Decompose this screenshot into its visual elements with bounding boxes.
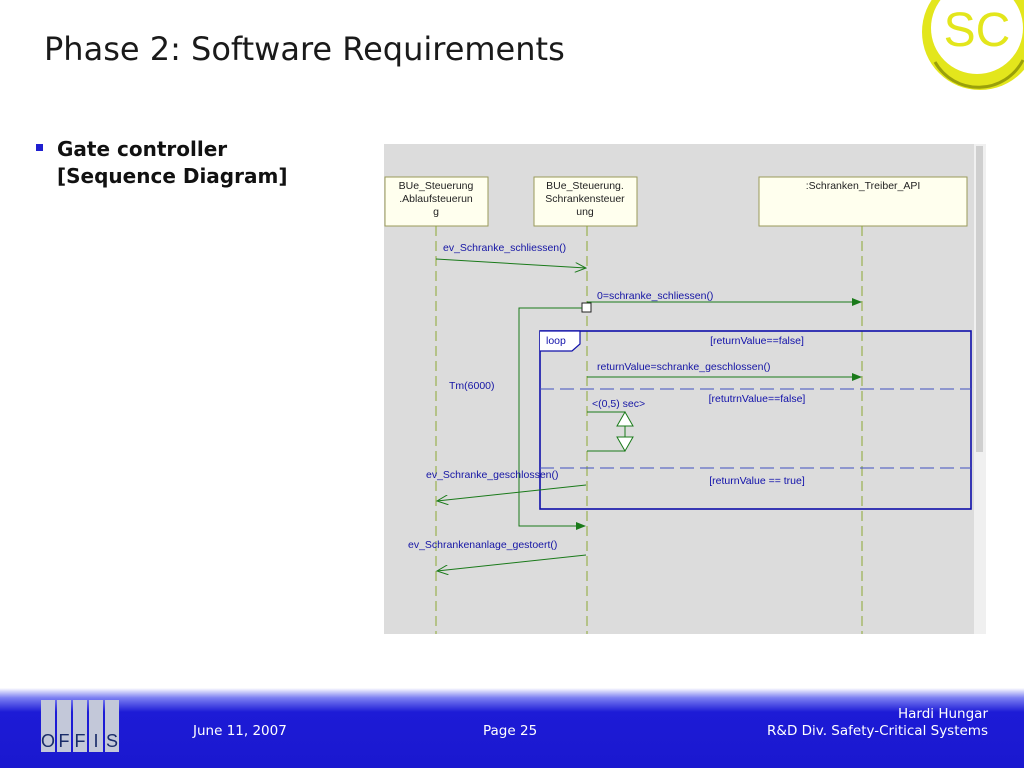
message-label-2: 0=schranke_schliessen() [597,290,713,302]
svg-text:F: F [75,731,86,751]
message-label-3: returnValue=schranke_geschlossen() [597,361,770,373]
svg-text:ung: ung [576,206,594,218]
footer-division: R&D Div. Safety-Critical Systems [767,723,988,739]
lifeline-head-schranken-treiber-api[interactable]: :Schranken_Treiber_API [758,176,968,227]
message-arrow-5[interactable] [437,484,587,501]
loop-label: loop [546,335,566,347]
logo-shadow-arc [933,59,1024,89]
svg-text:Schrankensteuer: Schrankensteuer [545,193,625,205]
slide-title: Phase 2: Software Requirements [44,30,565,68]
bullet-line-1: Gate controller [57,137,228,161]
loop-tag [540,330,581,352]
offis-logo-block-o: O [41,700,55,752]
offis-logo-block-s: S [105,700,119,752]
timer-path[interactable] [518,307,586,530]
lifeline-head-schrankensteuerung[interactable]: BUe_Steuerung. Schrankensteuer ung [533,176,638,227]
message-label-6: ev_Schrankenanlage_gestoert() [408,539,557,551]
delay-label: <(0,5) sec> [592,398,645,410]
loop-guard-2: [retutrnValue==false] [709,393,806,405]
svg-text:BUe_Steuerung: BUe_Steuerung [399,180,474,192]
message-label-5: ev_Schranke_geschlossen() [426,469,559,481]
bullet-line-2: [Sequence Diagram] [57,164,288,188]
timer-label: Tm(6000) [449,380,495,392]
svg-text:g: g [433,206,439,218]
bullet-square-icon [36,144,43,151]
timer-start-node[interactable] [581,302,592,313]
offis-logo: O F F I S [41,700,119,752]
logo-text: SC [944,4,1011,57]
diagram-scrollbar-thumb[interactable] [976,146,983,452]
loop-guard-1: [returnValue==false] [710,335,804,347]
footer-page-number: Page 25 [483,723,538,739]
loop-frame[interactable] [539,330,972,510]
message-arrow-6[interactable] [437,554,587,571]
offis-logo-block-f2: F [73,700,87,752]
message-label-1: ev_Schranke_schliessen() [443,242,566,254]
delay-loop[interactable] [587,411,626,452]
offis-logo-block-f1: F [57,700,71,752]
svg-text:.Ablaufsteuerun: .Ablaufsteuerun [399,193,473,205]
delay-arrow-down-icon [616,436,634,453]
footer-author: Hardi Hungar [897,706,988,722]
logo-inner-disc [931,0,1023,74]
svg-text:BUe_Steuerung.: BUe_Steuerung. [546,180,624,192]
sc-logo: SC [922,0,1024,90]
footer-date: June 11, 2007 [193,723,287,739]
message-arrow-1[interactable] [435,258,586,268]
offis-logo-block-i: I [89,700,103,752]
bullet-item: Gate controller [Sequence Diagram] [36,136,287,190]
loop-guard-3: [returnValue == true] [709,475,805,487]
svg-text:S: S [106,731,118,751]
footer-band [0,688,1024,768]
svg-text:F: F [59,731,70,751]
svg-text:O: O [41,731,55,751]
svg-text::Schranken_Treiber_API: :Schranken_Treiber_API [806,180,921,192]
delay-arrow-up-icon [616,410,634,427]
lifeline-head-ablaufsteuerung[interactable]: BUe_Steuerung .Ablaufsteuerun g [384,176,489,227]
sequence-diagram: BUe_Steuerung .Ablaufsteuerun g BUe_Steu… [384,144,986,634]
svg-text:I: I [93,731,98,751]
